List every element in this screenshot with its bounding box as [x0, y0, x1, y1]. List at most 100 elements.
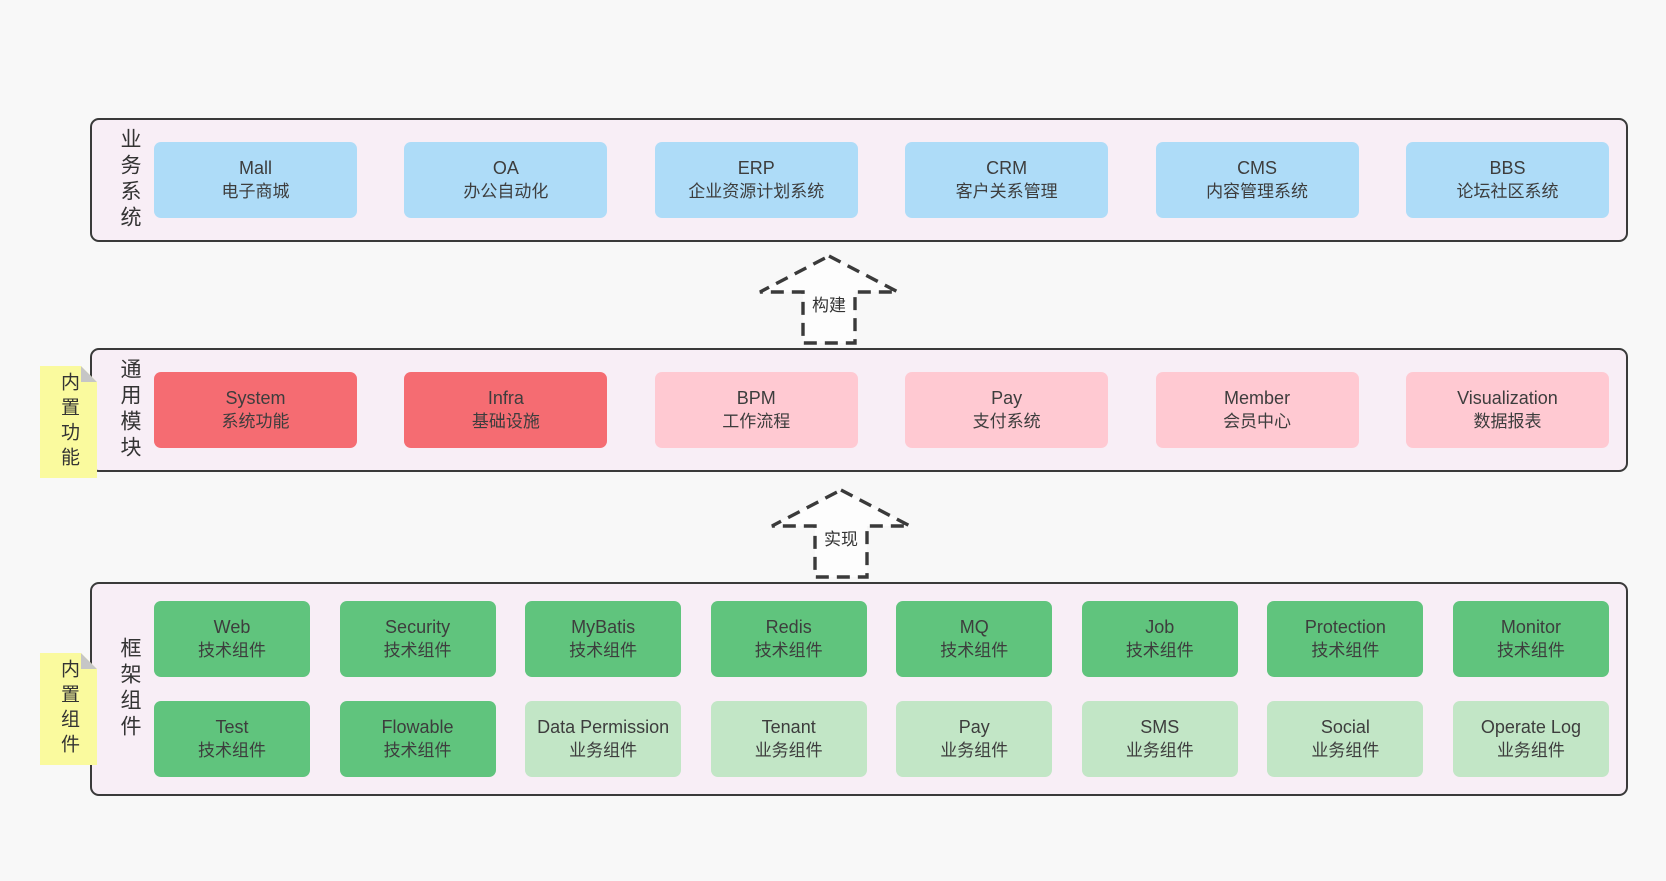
- layer-label: 框架组件: [118, 637, 141, 741]
- layer-business-systems: 业务系统 Mall 电子商城 OA 办公自动化 ERP 企业资源计划系统 CRM…: [90, 118, 1628, 242]
- node-subtitle: 技术组件: [383, 640, 452, 660]
- sticky-note-label: 内置组件: [58, 659, 79, 759]
- node-title: Monitor: [1500, 616, 1561, 637]
- node-subtitle: 基础设施: [471, 411, 540, 431]
- node-subtitle: 业务组件: [754, 740, 823, 760]
- node-subtitle: 企业资源计划系统: [688, 181, 825, 201]
- node-web: Web 技术组件: [154, 601, 310, 677]
- node-job: Job 技术组件: [1081, 601, 1238, 677]
- sticky-note-label: 内置功能: [58, 372, 79, 472]
- node-visualization: Visualization 数据报表: [1405, 372, 1609, 448]
- node-title: MQ: [959, 616, 989, 637]
- node-sms: SMS 业务组件: [1081, 701, 1238, 777]
- node-system: System 系统功能: [154, 372, 357, 448]
- node-subtitle: 技术组件: [754, 640, 823, 660]
- node-subtitle: 论坛社区系统: [1456, 181, 1559, 201]
- node-title: CMS: [1237, 157, 1278, 178]
- node-protection: Protection 技术组件: [1267, 601, 1424, 677]
- node-subtitle: 技术组件: [383, 740, 452, 760]
- node-subtitle: 支付系统: [972, 411, 1041, 431]
- node-title: Operate Log: [1480, 716, 1581, 737]
- node-erp: ERP 企业资源计划系统: [654, 142, 858, 218]
- node-title: System: [225, 387, 286, 408]
- node-security: Security 技术组件: [339, 601, 496, 677]
- node-title: Protection: [1304, 616, 1386, 637]
- node-subtitle: 技术组件: [1311, 640, 1380, 660]
- node-subtitle: 技术组件: [198, 640, 266, 660]
- arrow-build: 构建: [756, 252, 902, 348]
- node-mq: MQ 技术组件: [896, 601, 1053, 677]
- node-flowable: Flowable 技术组件: [339, 701, 496, 777]
- node-title: Infra: [487, 387, 524, 408]
- node-subtitle: 客户关系管理: [955, 181, 1058, 201]
- node-bpm: BPM 工作流程: [654, 372, 858, 448]
- node-member: Member 会员中心: [1155, 372, 1359, 448]
- node-subtitle: 业务组件: [1125, 740, 1194, 760]
- node-pay-module: Pay 支付系统: [905, 372, 1109, 448]
- node-title: Pay: [958, 716, 990, 737]
- node-title: Data Permission: [537, 716, 670, 737]
- node-bbs: BBS 论坛社区系统: [1405, 142, 1609, 218]
- node-title: Pay: [991, 387, 1023, 408]
- node-title: Web: [213, 616, 251, 637]
- node-title: Test: [215, 716, 249, 737]
- node-mall: Mall 电子商城: [154, 142, 357, 218]
- node-title: ERP: [737, 157, 775, 178]
- node-subtitle: 数据报表: [1473, 411, 1542, 431]
- node-title: Mall: [238, 157, 272, 178]
- node-subtitle: 技术组件: [940, 640, 1009, 660]
- layer-common-modules: 通用模块 System 系统功能 Infra 基础设施 BPM 工作流程 Pay…: [90, 348, 1628, 472]
- node-subtitle: 技术组件: [1125, 640, 1194, 660]
- node-monitor: Monitor 技术组件: [1452, 601, 1609, 677]
- node-subtitle: 电子商城: [221, 181, 290, 201]
- node-social: Social 业务组件: [1267, 701, 1424, 777]
- modules-box-row: System 系统功能 Infra 基础设施 BPM 工作流程 Pay 支付系统…: [144, 372, 1626, 448]
- components-rows: Web 技术组件 Security 技术组件 MyBatis 技术组件 Redi…: [144, 601, 1626, 777]
- business-box-row: Mall 电子商城 OA 办公自动化 ERP 企业资源计划系统 CRM 客户关系…: [144, 142, 1626, 218]
- arrow-implement-label: 实现: [821, 525, 861, 550]
- node-title: BBS: [1489, 157, 1526, 178]
- node-subtitle: 内容管理系统: [1206, 181, 1309, 201]
- layer-framework-components: 框架组件 Web 技术组件 Security 技术组件 MyBatis 技术组件…: [90, 582, 1628, 796]
- node-mybatis: MyBatis 技术组件: [525, 601, 682, 677]
- arrow-build-label: 构建: [809, 291, 849, 316]
- layer-label: 通用模块: [118, 358, 141, 462]
- node-subtitle: 办公自动化: [463, 181, 549, 201]
- node-infra: Infra 基础设施: [404, 372, 608, 448]
- node-cms: CMS 内容管理系统: [1155, 142, 1359, 218]
- node-subtitle: 系统功能: [221, 411, 290, 431]
- node-title: MyBatis: [571, 616, 636, 637]
- node-subtitle: 技术组件: [1496, 640, 1565, 660]
- node-tenant: Tenant 业务组件: [710, 701, 867, 777]
- node-test: Test 技术组件: [154, 701, 310, 777]
- node-title: CRM: [986, 157, 1028, 178]
- sticky-note-built-in-features: 内置功能: [40, 366, 97, 478]
- node-title: Redis: [765, 616, 812, 637]
- node-subtitle: 业务组件: [1311, 740, 1380, 760]
- layer-label: 业务系统: [118, 128, 141, 232]
- node-title: Tenant: [761, 716, 816, 737]
- node-title: Job: [1145, 616, 1175, 637]
- node-subtitle: 业务组件: [1496, 740, 1565, 760]
- node-subtitle: 业务组件: [569, 740, 638, 760]
- components-box-row-2: Test 技术组件 Flowable 技术组件 Data Permission …: [144, 701, 1626, 777]
- node-data-permission: Data Permission 业务组件: [525, 701, 682, 777]
- node-subtitle: 技术组件: [198, 740, 266, 760]
- node-title: BPM: [736, 387, 776, 408]
- node-redis: Redis 技术组件: [710, 601, 867, 677]
- components-box-row-1: Web 技术组件 Security 技术组件 MyBatis 技术组件 Redi…: [144, 601, 1626, 677]
- node-title: Visualization: [1457, 387, 1558, 408]
- sticky-note-built-in-components: 内置组件: [40, 653, 97, 765]
- node-subtitle: 技术组件: [569, 640, 638, 660]
- node-title: Security: [385, 616, 451, 637]
- node-title: SMS: [1140, 716, 1180, 737]
- node-crm: CRM 客户关系管理: [905, 142, 1109, 218]
- node-pay-component: Pay 业务组件: [896, 701, 1053, 777]
- node-subtitle: 工作流程: [722, 411, 791, 431]
- node-title: Flowable: [381, 716, 454, 737]
- node-title: Member: [1224, 387, 1291, 408]
- node-operate-log: Operate Log 业务组件: [1452, 701, 1609, 777]
- node-title: OA: [492, 157, 519, 178]
- arrow-implement: 实现: [768, 486, 914, 582]
- node-oa: OA 办公自动化: [404, 142, 608, 218]
